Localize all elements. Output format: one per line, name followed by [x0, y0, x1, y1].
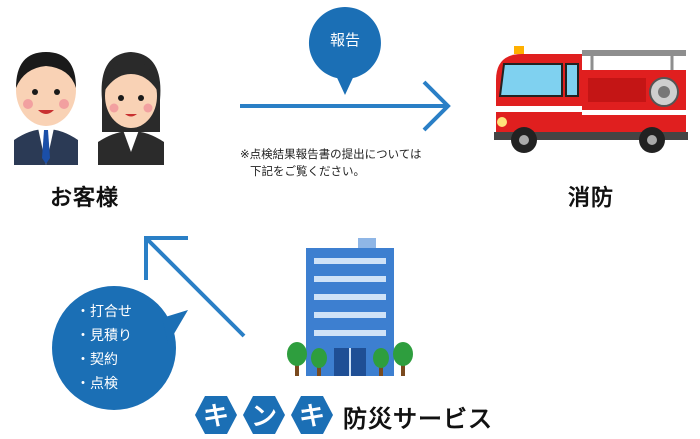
customer-label: お客様 — [50, 186, 120, 211]
building-illustration — [286, 236, 414, 378]
woman-icon — [98, 52, 164, 165]
tree-icon — [287, 342, 307, 376]
brand-logo-char: キ — [203, 402, 229, 432]
arrow-to-customer — [138, 230, 250, 342]
report-bubble-label: 報告 — [329, 31, 360, 49]
service-list: ・打合せ ・見積り ・契約 ・点検 — [76, 300, 132, 396]
service-item: ・見積り — [76, 328, 132, 344]
brand-logo-char: キ — [299, 402, 325, 432]
arrow-to-fire-dept — [238, 78, 454, 134]
man-icon — [14, 52, 78, 165]
report-note-line1: ※点検結果報告書の提出については — [240, 147, 422, 161]
service-bubble: ・打合せ ・見積り ・契約 ・点検 — [52, 278, 192, 418]
service-item: ・打合せ — [76, 304, 132, 320]
service-item: ・契約 — [76, 352, 118, 368]
service-item: ・点検 — [76, 376, 118, 392]
report-note: ※点検結果報告書の提出については 下記をご覧ください。 — [240, 146, 422, 180]
customers-illustration — [6, 40, 176, 165]
report-note-line2: 下記をご覧ください。 — [250, 164, 365, 178]
brand-text: 防災サービス — [343, 405, 493, 433]
brand-logo-char: ン — [251, 402, 277, 432]
fire-dept-label: 消防 — [568, 186, 615, 211]
fire-truck-illustration — [492, 40, 692, 155]
report-bubble: 報告 — [307, 5, 383, 97]
